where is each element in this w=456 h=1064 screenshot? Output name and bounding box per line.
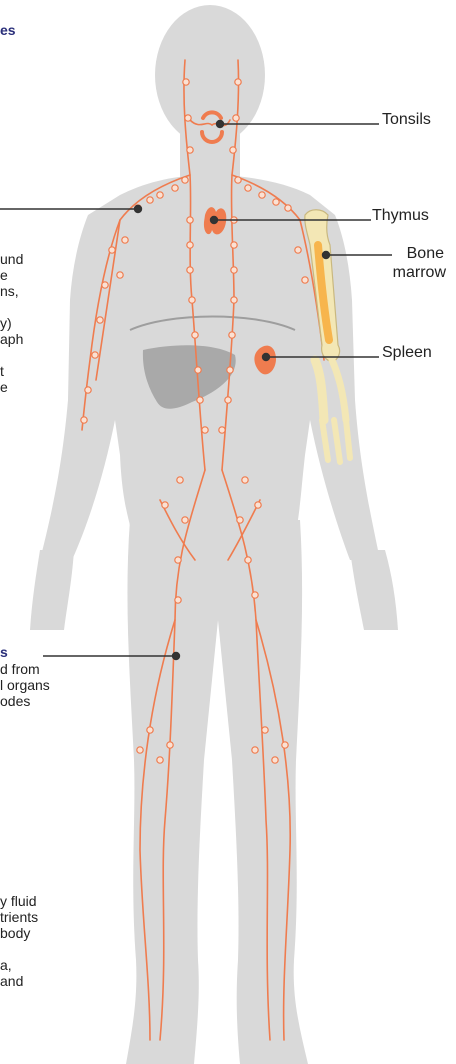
left-para3-line3: body: [0, 925, 30, 941]
left-para1-line6: aph: [0, 331, 23, 347]
left-para3-line5: a,: [0, 957, 12, 973]
left-para1-line1: und: [0, 251, 23, 267]
left-para1-line2: e: [0, 267, 8, 283]
left-para3-line2: trients: [0, 909, 38, 925]
left-para3-line6: and: [0, 973, 23, 989]
thymus-label: Thymus: [372, 206, 429, 226]
left-para2-line1: d from: [0, 661, 40, 677]
left-para2-line3: odes: [0, 693, 30, 709]
left-para1-line9: e: [0, 379, 8, 395]
left-para1-line8: t: [0, 363, 4, 379]
left-para2-line2: l organs: [0, 677, 50, 693]
tonsils-label: Tonsils: [382, 110, 431, 130]
spleen-label: Spleen: [382, 343, 432, 363]
bone-marrow-label-line2: marrow: [378, 263, 446, 283]
left-heading-top: es: [0, 22, 16, 38]
left-para1-line3: ns,: [0, 283, 19, 299]
bone-marrow-label-line1: Bone: [388, 244, 444, 264]
body-silhouette: [30, 5, 398, 1064]
left-para1-line5: y): [0, 315, 12, 331]
left-para3-line1: y fluid: [0, 893, 37, 909]
left-heading-mid: s: [0, 644, 8, 660]
